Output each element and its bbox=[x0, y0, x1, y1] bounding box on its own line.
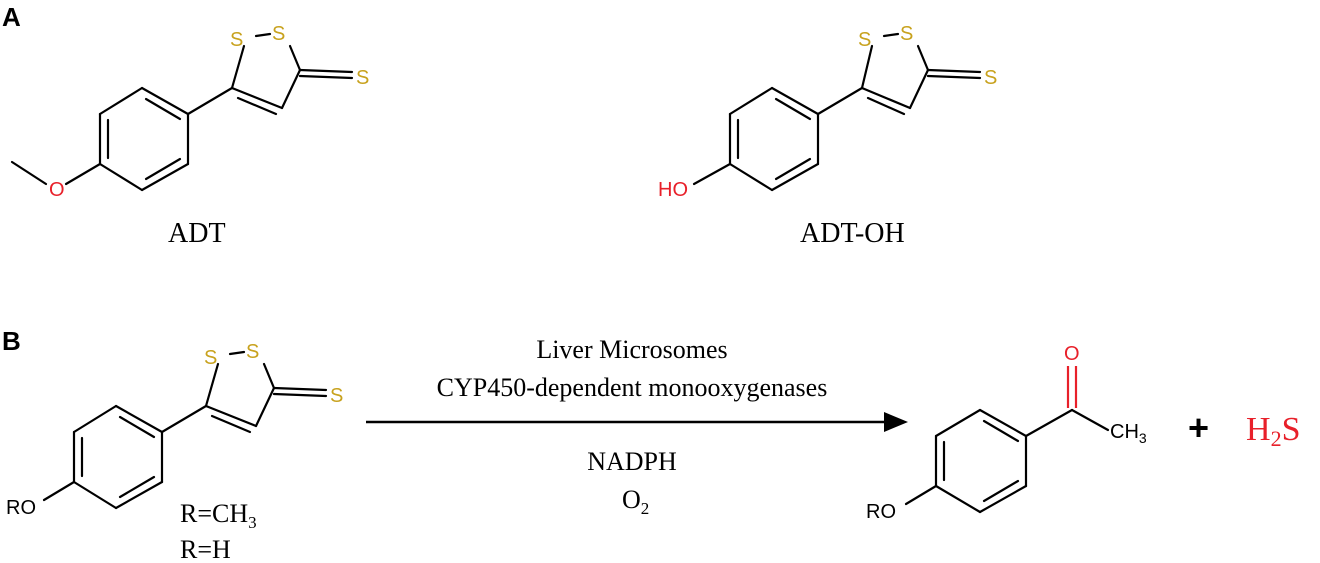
adt-oh-sulfur-thione: S bbox=[984, 67, 997, 89]
panel-label-b: B bbox=[2, 326, 21, 356]
r-option-hydrogen: R=H bbox=[180, 535, 231, 563]
reaction-arrow-head bbox=[884, 412, 908, 432]
condition-nadph: NADPH bbox=[587, 447, 677, 476]
adt-oh-name: ADT-OH bbox=[800, 218, 905, 249]
reactant-sulfur-1: S bbox=[204, 347, 217, 369]
product-structure: O CH3 RO bbox=[866, 343, 1147, 523]
adt-oh-sulfur-1: S bbox=[858, 29, 871, 51]
reactant-sulfur-thione: S bbox=[330, 385, 343, 407]
condition-cyp450: CYP450-dependent monooxygenases bbox=[437, 373, 828, 402]
panel-label-a: A bbox=[2, 2, 21, 32]
condition-liver-microsomes: Liver Microsomes bbox=[536, 335, 727, 364]
product-methyl: CH3 bbox=[1110, 421, 1147, 446]
adt-sulfur-1: S bbox=[230, 29, 243, 51]
adt-oh-structure: S S S HO ADT-OH bbox=[658, 23, 997, 249]
adt-oxygen: O bbox=[49, 179, 65, 201]
adt-oh-hydroxyl: HO bbox=[658, 179, 688, 201]
product-alkoxy: RO bbox=[866, 501, 896, 523]
product-carbonyl-oxygen: O bbox=[1064, 343, 1080, 365]
adt-bonds bbox=[10, 32, 354, 192]
reactant-alkoxy: RO bbox=[6, 497, 36, 519]
hydrogen-sulfide: H2S bbox=[1246, 411, 1300, 451]
adt-oh-sulfur-2: S bbox=[900, 23, 913, 45]
adt-sulfur-2: S bbox=[272, 23, 285, 45]
reactant-sulfur-2: S bbox=[246, 341, 259, 363]
adt-structure: S S S O ADT bbox=[10, 23, 369, 249]
adt-sulfur-thione: S bbox=[356, 67, 369, 89]
adt-name: ADT bbox=[168, 218, 226, 249]
reactant-structure: S S S RO R=CH3 R=H bbox=[6, 341, 343, 563]
reaction-arrow-group: Liver Microsomes CYP450-dependent monoox… bbox=[366, 335, 908, 518]
condition-oxygen: O2 bbox=[622, 485, 649, 518]
plus-sign: + bbox=[1188, 407, 1209, 448]
r-option-methyl: R=CH3 bbox=[180, 499, 257, 532]
adt-oh-bonds bbox=[692, 32, 982, 192]
product-bonds bbox=[904, 408, 1110, 514]
reactant-bonds bbox=[42, 350, 328, 510]
